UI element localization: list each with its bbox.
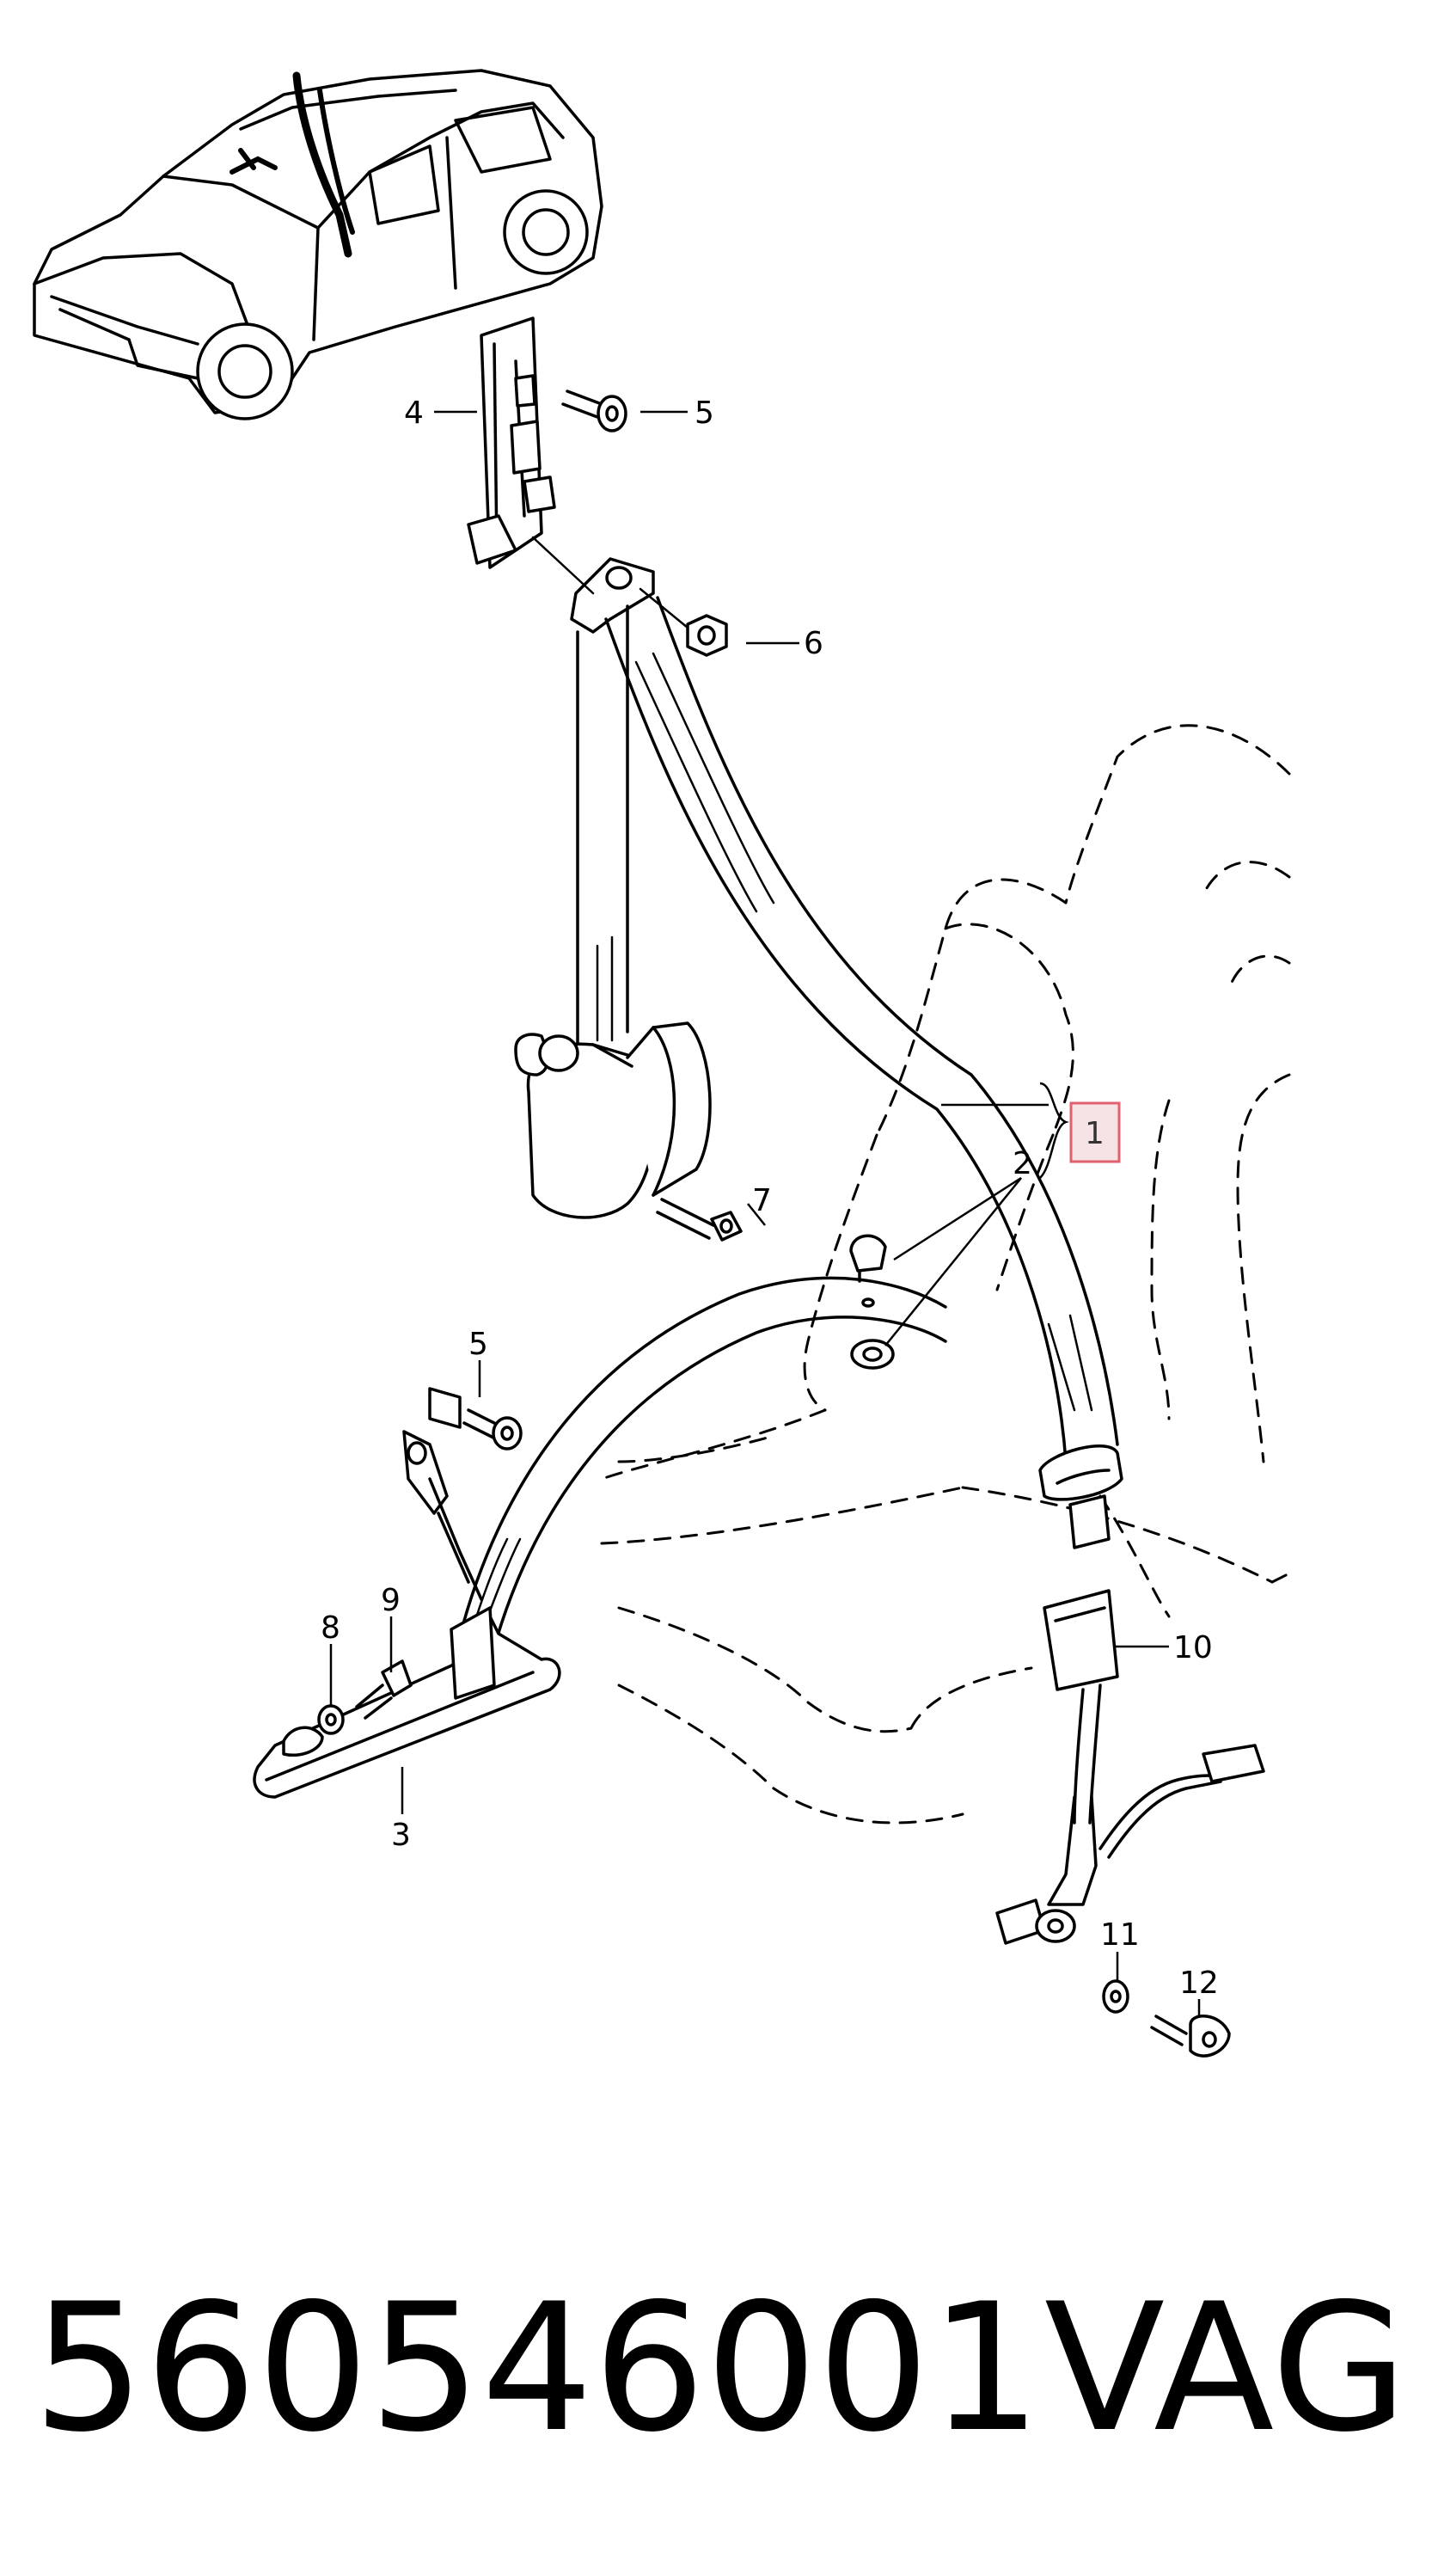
- callout-5-lower: 5: [468, 1327, 488, 1362]
- callout-3: 3: [391, 1818, 411, 1853]
- trim-clip-lower: [850, 1339, 895, 1370]
- upper-anchor-bracket: [531, 536, 655, 634]
- bolt-7: [656, 1198, 743, 1242]
- bolt-9: [355, 1659, 413, 1720]
- lower-anchor-plate: [253, 1430, 561, 1799]
- lap-belt-webbing: [450, 1276, 947, 1683]
- brand-name: VAG: [1044, 2266, 1408, 2471]
- callout-1: 1: [1085, 1116, 1105, 1151]
- washer-11: [1102, 1979, 1129, 2014]
- callout-9: 9: [381, 1583, 401, 1618]
- belt-tongue: [1038, 1444, 1123, 1549]
- shoulder-belt-webbing: [576, 596, 1119, 1463]
- car-overview-illustration: [33, 69, 603, 420]
- washer-8: [317, 1704, 345, 1735]
- callout-10: 10: [1173, 1630, 1213, 1665]
- callout-12: 12: [1179, 1966, 1219, 2001]
- callout-5-upper: 5: [695, 396, 714, 431]
- footer-caption: 560546001 VAG: [33, 2266, 1408, 2471]
- callout-11: 11: [1100, 1917, 1140, 1953]
- part-number: 560546001: [33, 2266, 1042, 2471]
- callout-7: 7: [752, 1183, 772, 1218]
- bolt-12: [1150, 2015, 1231, 2058]
- callout-labels: 1 2 3 4 5 6 7 5 8 9 10 11 12: [321, 396, 1219, 2001]
- belt-retractor: [514, 1021, 712, 1219]
- callout-6: 6: [804, 626, 823, 661]
- bolt-5-upper: [561, 389, 627, 432]
- leader-lines: [329, 410, 1201, 2016]
- height-adjuster-rail: [467, 316, 556, 569]
- callout-2: 2: [1013, 1146, 1032, 1181]
- callout-4: 4: [404, 396, 424, 431]
- callout-1-highlight: [1069, 1101, 1121, 1163]
- bolt-5-lower: [428, 1387, 523, 1451]
- trim-clip-upper: [849, 1234, 887, 1308]
- buckle-assembly: [995, 1589, 1265, 1945]
- callout-8: 8: [321, 1610, 340, 1646]
- seat-outline-dashed: [600, 724, 1291, 1825]
- nut-6: [639, 587, 728, 657]
